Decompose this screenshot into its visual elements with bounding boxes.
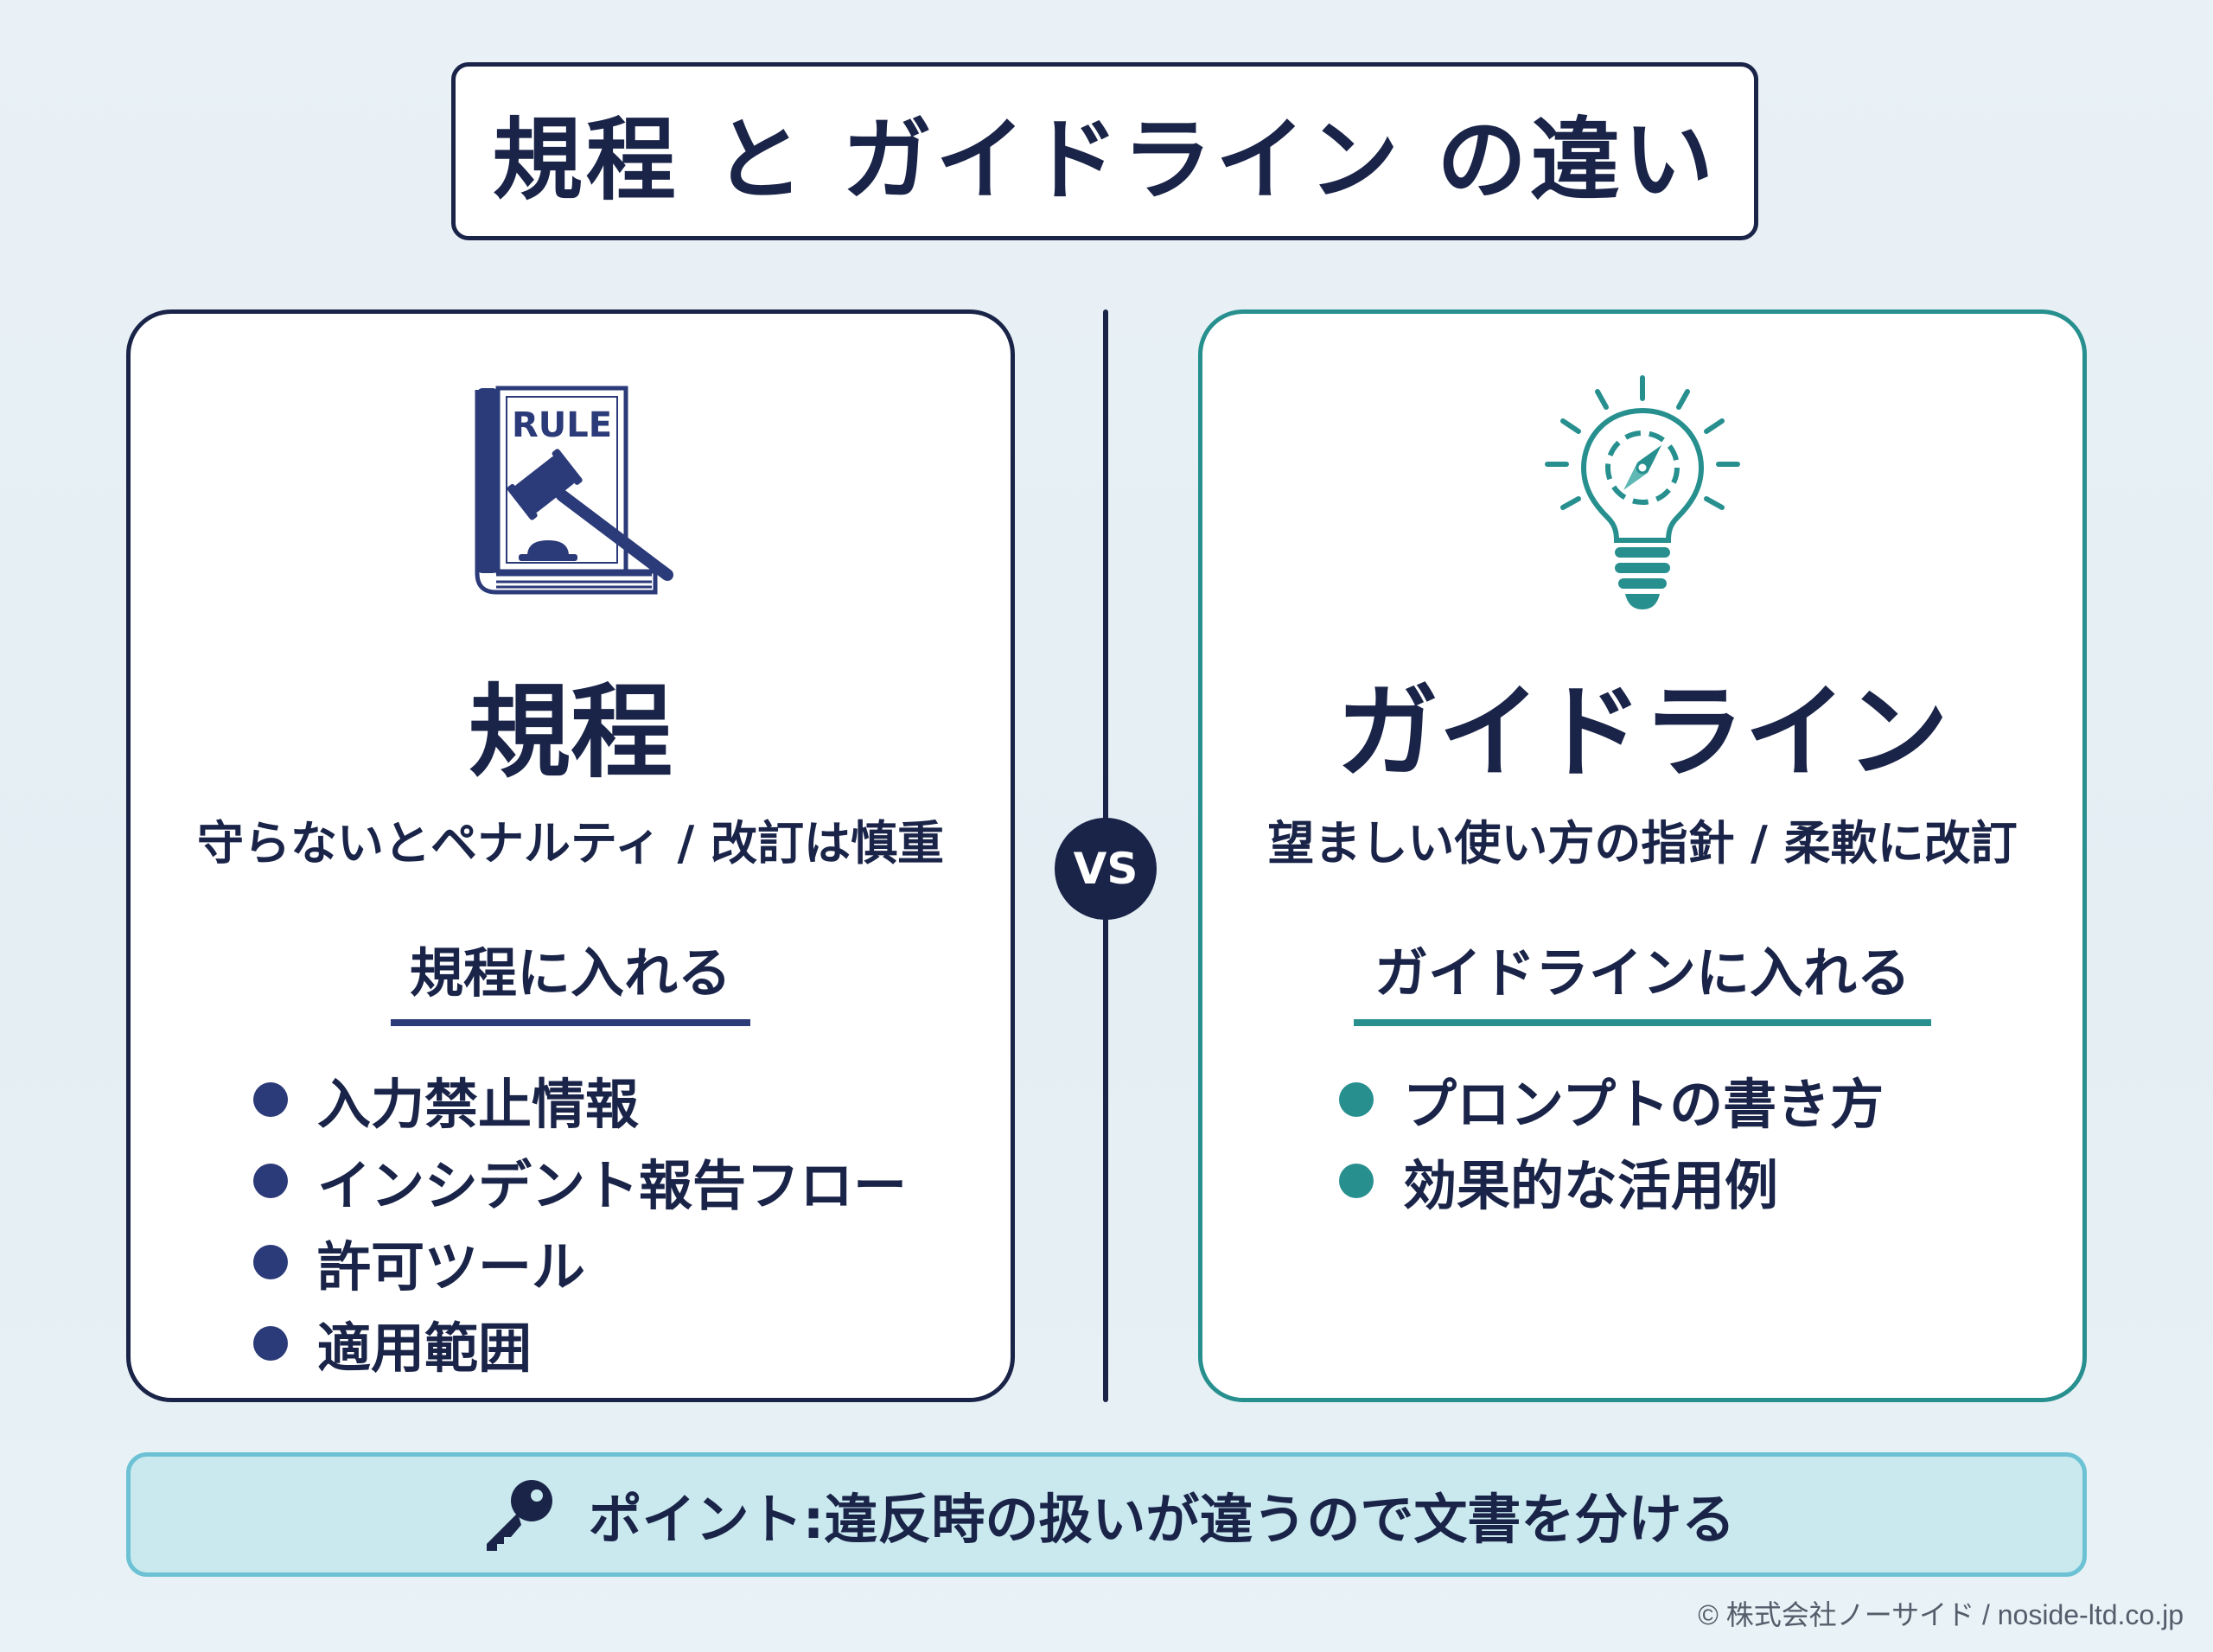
list-item: 効果的な活用例 [1339,1140,1884,1221]
rule-heading: 規程 [468,673,673,792]
guideline-card: ガイドライン 望ましい使い方の指針 / 柔軟に改訂 ガイドラインに入れる プロン… [1198,309,2087,1402]
bullet-dot [253,1326,288,1361]
list-item: プロンプトの書き方 [1339,1059,1884,1140]
list-item: 許可ツール [253,1221,907,1303]
list-item-text: 入力禁止情報 [317,1073,640,1136]
bullet-dot [1339,1082,1374,1117]
lightbulb-compass-icon [1202,367,2082,609]
guideline-heading: ガイドライン [1336,673,1948,792]
rule-label: RULE [512,405,612,445]
list-item-text: 許可ツール [317,1235,586,1298]
rule-item-list: 入力禁止情報 インシデント報告フロー 許可ツール 適用範囲 [253,1059,907,1384]
guideline-section-label: ガイドラインに入れる [1353,929,1932,1026]
copyright-text: © 株式会社ノーサイド / noside-ltd.co.jp [1698,1599,2184,1630]
bullet-dot [253,1245,288,1279]
point-text: ポイント:違反時の扱いが違うので文書を分ける [588,1488,1736,1551]
rule-section-label: 規程に入れる [390,929,751,1026]
list-item: インシデント報告フロー [253,1140,907,1221]
bullet-dot [253,1164,288,1198]
list-item-text: インシデント報告フロー [317,1154,908,1217]
point-banner: ポイント:違反時の扱いが違うので文書を分ける [126,1452,2087,1577]
bullet-dot [1339,1164,1374,1198]
bullet-dot [253,1082,288,1117]
rule-subtitle: 守らないとペナルティ / 改訂は慎重 [196,816,945,871]
rule-book-gavel-icon: RULE [131,374,1011,608]
vs-badge: VS [1055,818,1157,920]
list-item-text: プロンプトの書き方 [1403,1073,1885,1136]
page-title: 規程 と ガイドライン の違い [492,106,1718,213]
key-icon [478,1475,558,1554]
list-item-text: 適用範囲 [317,1317,533,1380]
list-item: 入力禁止情報 [253,1059,907,1140]
guideline-item-list: プロンプトの書き方 効果的な活用例 [1339,1059,1884,1221]
list-item: 適用範囲 [253,1303,907,1384]
title-box: 規程 と ガイドライン の違い [451,62,1758,240]
guideline-subtitle: 望ましい使い方の指針 / 柔軟に改訂 [1267,816,2018,871]
rule-card: RULE 規程 守らないとペナルティ / 改訂は慎重 規程に入れる 入力禁止情報… [126,309,1015,1402]
list-item-text: 効果的な活用例 [1403,1154,1779,1217]
